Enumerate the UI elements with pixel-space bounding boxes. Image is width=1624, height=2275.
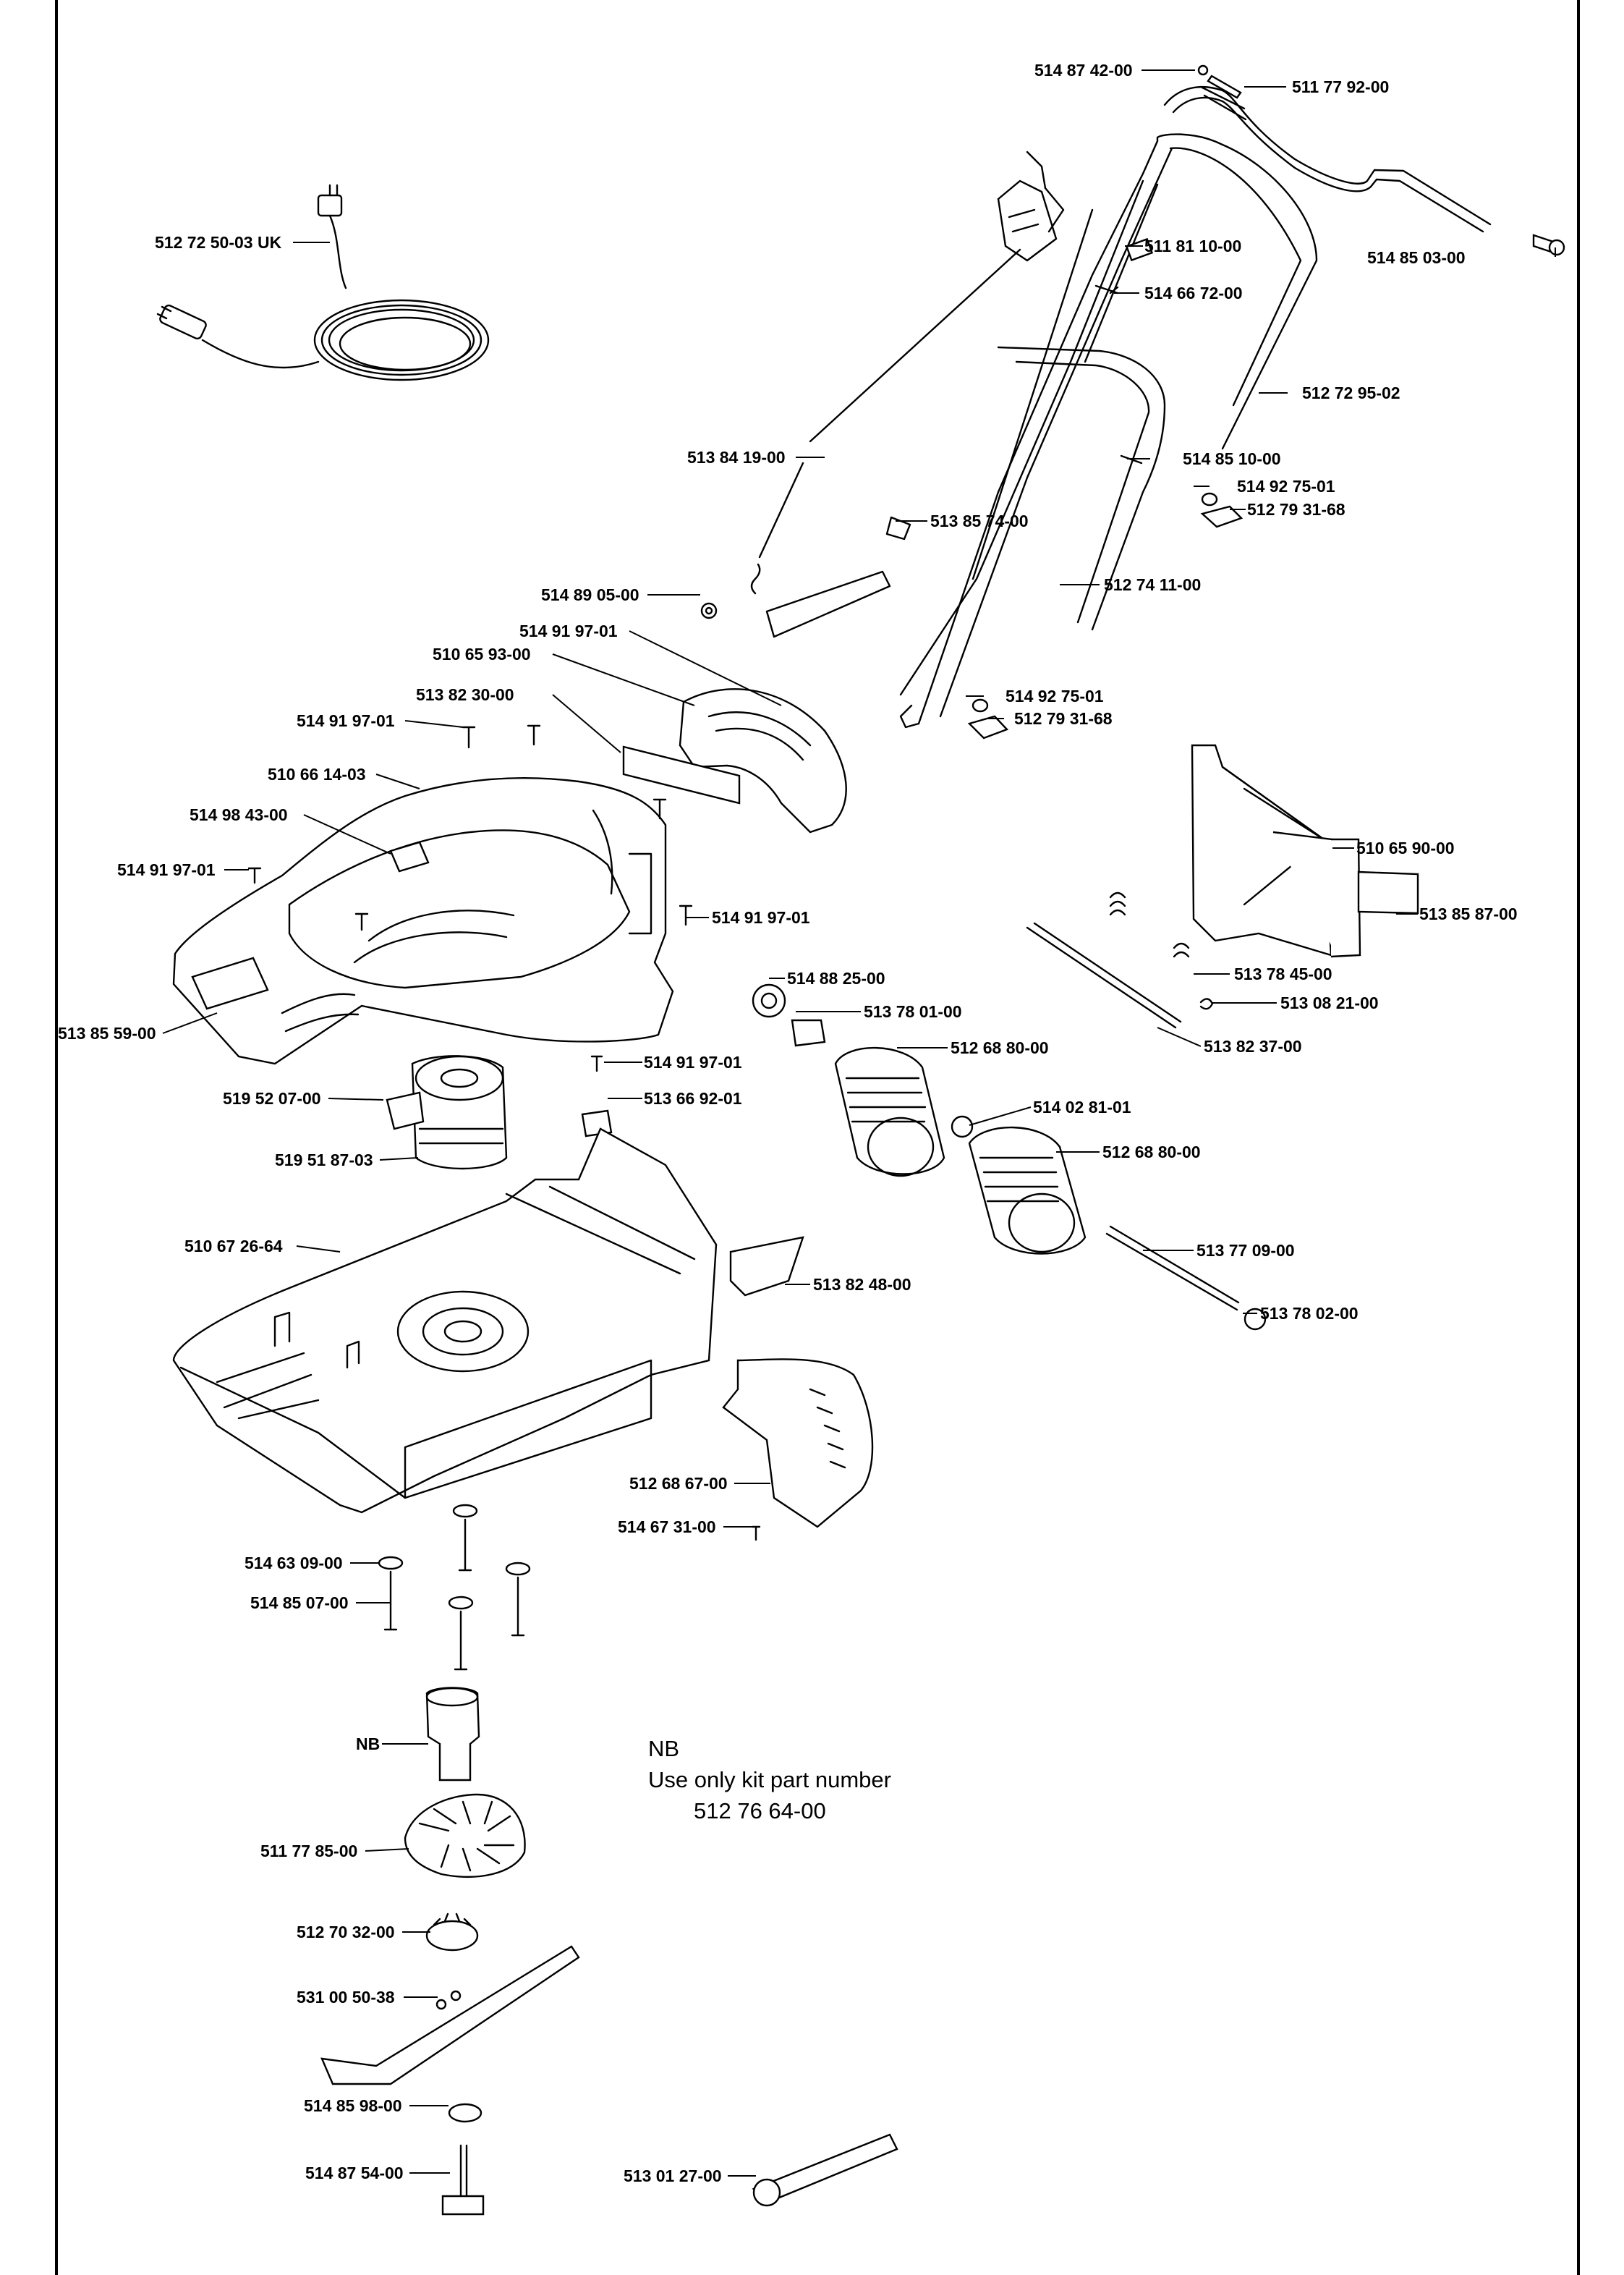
label-514-67-31-00: 514 67 31-00 xyxy=(618,1517,716,1536)
label-512-79-31-68-a: 512 79 31-68 xyxy=(1247,500,1345,519)
label-nb: NB xyxy=(356,1734,380,1753)
label-511-77-85-00: 511 77 85-00 xyxy=(260,1842,357,1860)
blade-assembly-drawing xyxy=(320,1504,898,2216)
label-513-01-27-00: 513 01 27-00 xyxy=(624,2166,722,2185)
label-519-52-07-00: 519 52 07-00 xyxy=(223,1089,321,1108)
label-511-81-10-00: 511 81 10-00 xyxy=(1144,237,1241,255)
label-513-82-30-00: 513 82 30-00 xyxy=(416,685,514,704)
label-510-65-93-00: 510 65 93-00 xyxy=(433,645,531,664)
right-border-line xyxy=(1577,0,1580,2275)
label-519-51-87-03: 519 51 87-03 xyxy=(275,1151,373,1169)
label-513-84-19-00: 513 84 19-00 xyxy=(687,448,786,467)
label-512-74-11-00: 512 74 11-00 xyxy=(1104,575,1201,594)
kit-note-part-number: 512 76 64-00 xyxy=(694,1798,826,1823)
label-512-79-31-68-b: 512 79 31-68 xyxy=(1014,709,1113,728)
label-513-08-21-00: 513 08 21-00 xyxy=(1280,994,1379,1012)
label-513-66-92-01: 513 66 92-01 xyxy=(644,1089,742,1108)
leader-lines xyxy=(162,69,1556,2177)
grassbox-drawing xyxy=(1026,744,1419,1029)
label-512-70-32-00: 512 70 32-00 xyxy=(297,1923,395,1941)
label-512-68-67-00: 512 68 67-00 xyxy=(629,1474,728,1493)
left-border-line xyxy=(55,0,58,2275)
label-512-68-80-00-b: 512 68 80-00 xyxy=(1102,1143,1201,1161)
label-514-89-05-00: 514 89 05-00 xyxy=(541,585,639,604)
label-511-77-92-00: 511 77 92-00 xyxy=(1292,77,1389,96)
label-514-02-81-01: 514 02 81-01 xyxy=(1033,1098,1131,1117)
kit-note-line1: Use only kit part number xyxy=(648,1767,891,1792)
kit-note-heading: NB xyxy=(648,1736,680,1761)
label-514-92-75-01-a: 514 92 75-01 xyxy=(1237,477,1335,496)
part-labels: 514 87 42-00 511 77 92-00 514 85 03-00 5… xyxy=(58,61,1518,2185)
label-514-91-97-01-e: 514 91 97-01 xyxy=(644,1053,742,1072)
label-512-68-80-00-a: 512 68 80-00 xyxy=(951,1038,1049,1057)
label-512-72-95-02: 512 72 95-02 xyxy=(1302,384,1400,402)
motor-drawing xyxy=(386,1055,613,1170)
label-514-88-25-00: 514 88 25-00 xyxy=(787,969,885,988)
label-531-00-50-38: 531 00 50-38 xyxy=(297,1988,395,2007)
label-514-91-97-01-b: 514 91 97-01 xyxy=(297,711,395,730)
handle-drawing xyxy=(750,64,1565,740)
label-513-85-59-00: 513 85 59-00 xyxy=(58,1024,156,1043)
kit-note: NB Use only kit part number 512 76 64-00 xyxy=(648,1733,891,1826)
label-514-87-54-00: 514 87 54-00 xyxy=(305,2164,404,2182)
label-514-91-97-01-d: 514 91 97-01 xyxy=(712,908,810,927)
label-514-98-43-00: 514 98 43-00 xyxy=(190,805,288,824)
power-cord-drawing xyxy=(156,184,490,381)
label-513-82-37-00: 513 82 37-00 xyxy=(1204,1037,1302,1056)
label-513-78-01-00: 513 78 01-00 xyxy=(864,1002,962,1021)
label-514-91-97-01-c: 514 91 97-01 xyxy=(117,860,216,879)
label-510-66-14-03: 510 66 14-03 xyxy=(268,765,366,784)
grassbox-cover-drawing xyxy=(172,602,847,1065)
label-513-82-48-00: 513 82 48-00 xyxy=(813,1275,911,1294)
label-510-67-26-64: 510 67 26-64 xyxy=(184,1237,283,1255)
label-514-85-03-00: 514 85 03-00 xyxy=(1367,248,1466,267)
label-514-85-07-00: 514 85 07-00 xyxy=(250,1593,349,1612)
label-514-85-10-00: 514 85 10-00 xyxy=(1183,449,1281,468)
deck-drawing xyxy=(172,1127,874,1541)
label-510-65-90-00: 510 65 90-00 xyxy=(1356,839,1455,857)
label-513-85-74-00: 513 85 74-00 xyxy=(930,512,1029,530)
label-514-91-97-01-a: 514 91 97-01 xyxy=(519,622,618,640)
label-513-85-87-00: 513 85 87-00 xyxy=(1419,905,1518,923)
label-514-66-72-00: 514 66 72-00 xyxy=(1144,284,1243,302)
label-514-92-75-01-b: 514 92 75-01 xyxy=(1006,687,1104,706)
label-514-85-98-00: 514 85 98-00 xyxy=(304,2096,402,2115)
label-512-72-50-03-uk: 512 72 50-03 UK xyxy=(155,233,282,252)
label-514-87-42-00-a: 514 87 42-00 xyxy=(1034,61,1133,80)
label-514-63-09-00: 514 63 09-00 xyxy=(245,1554,343,1572)
label-513-78-45-00: 513 78 45-00 xyxy=(1234,965,1332,983)
label-513-77-09-00: 513 77 09-00 xyxy=(1196,1241,1295,1260)
label-513-78-02-00: 513 78 02-00 xyxy=(1260,1304,1359,1323)
roller-drawing xyxy=(752,983,1267,1331)
